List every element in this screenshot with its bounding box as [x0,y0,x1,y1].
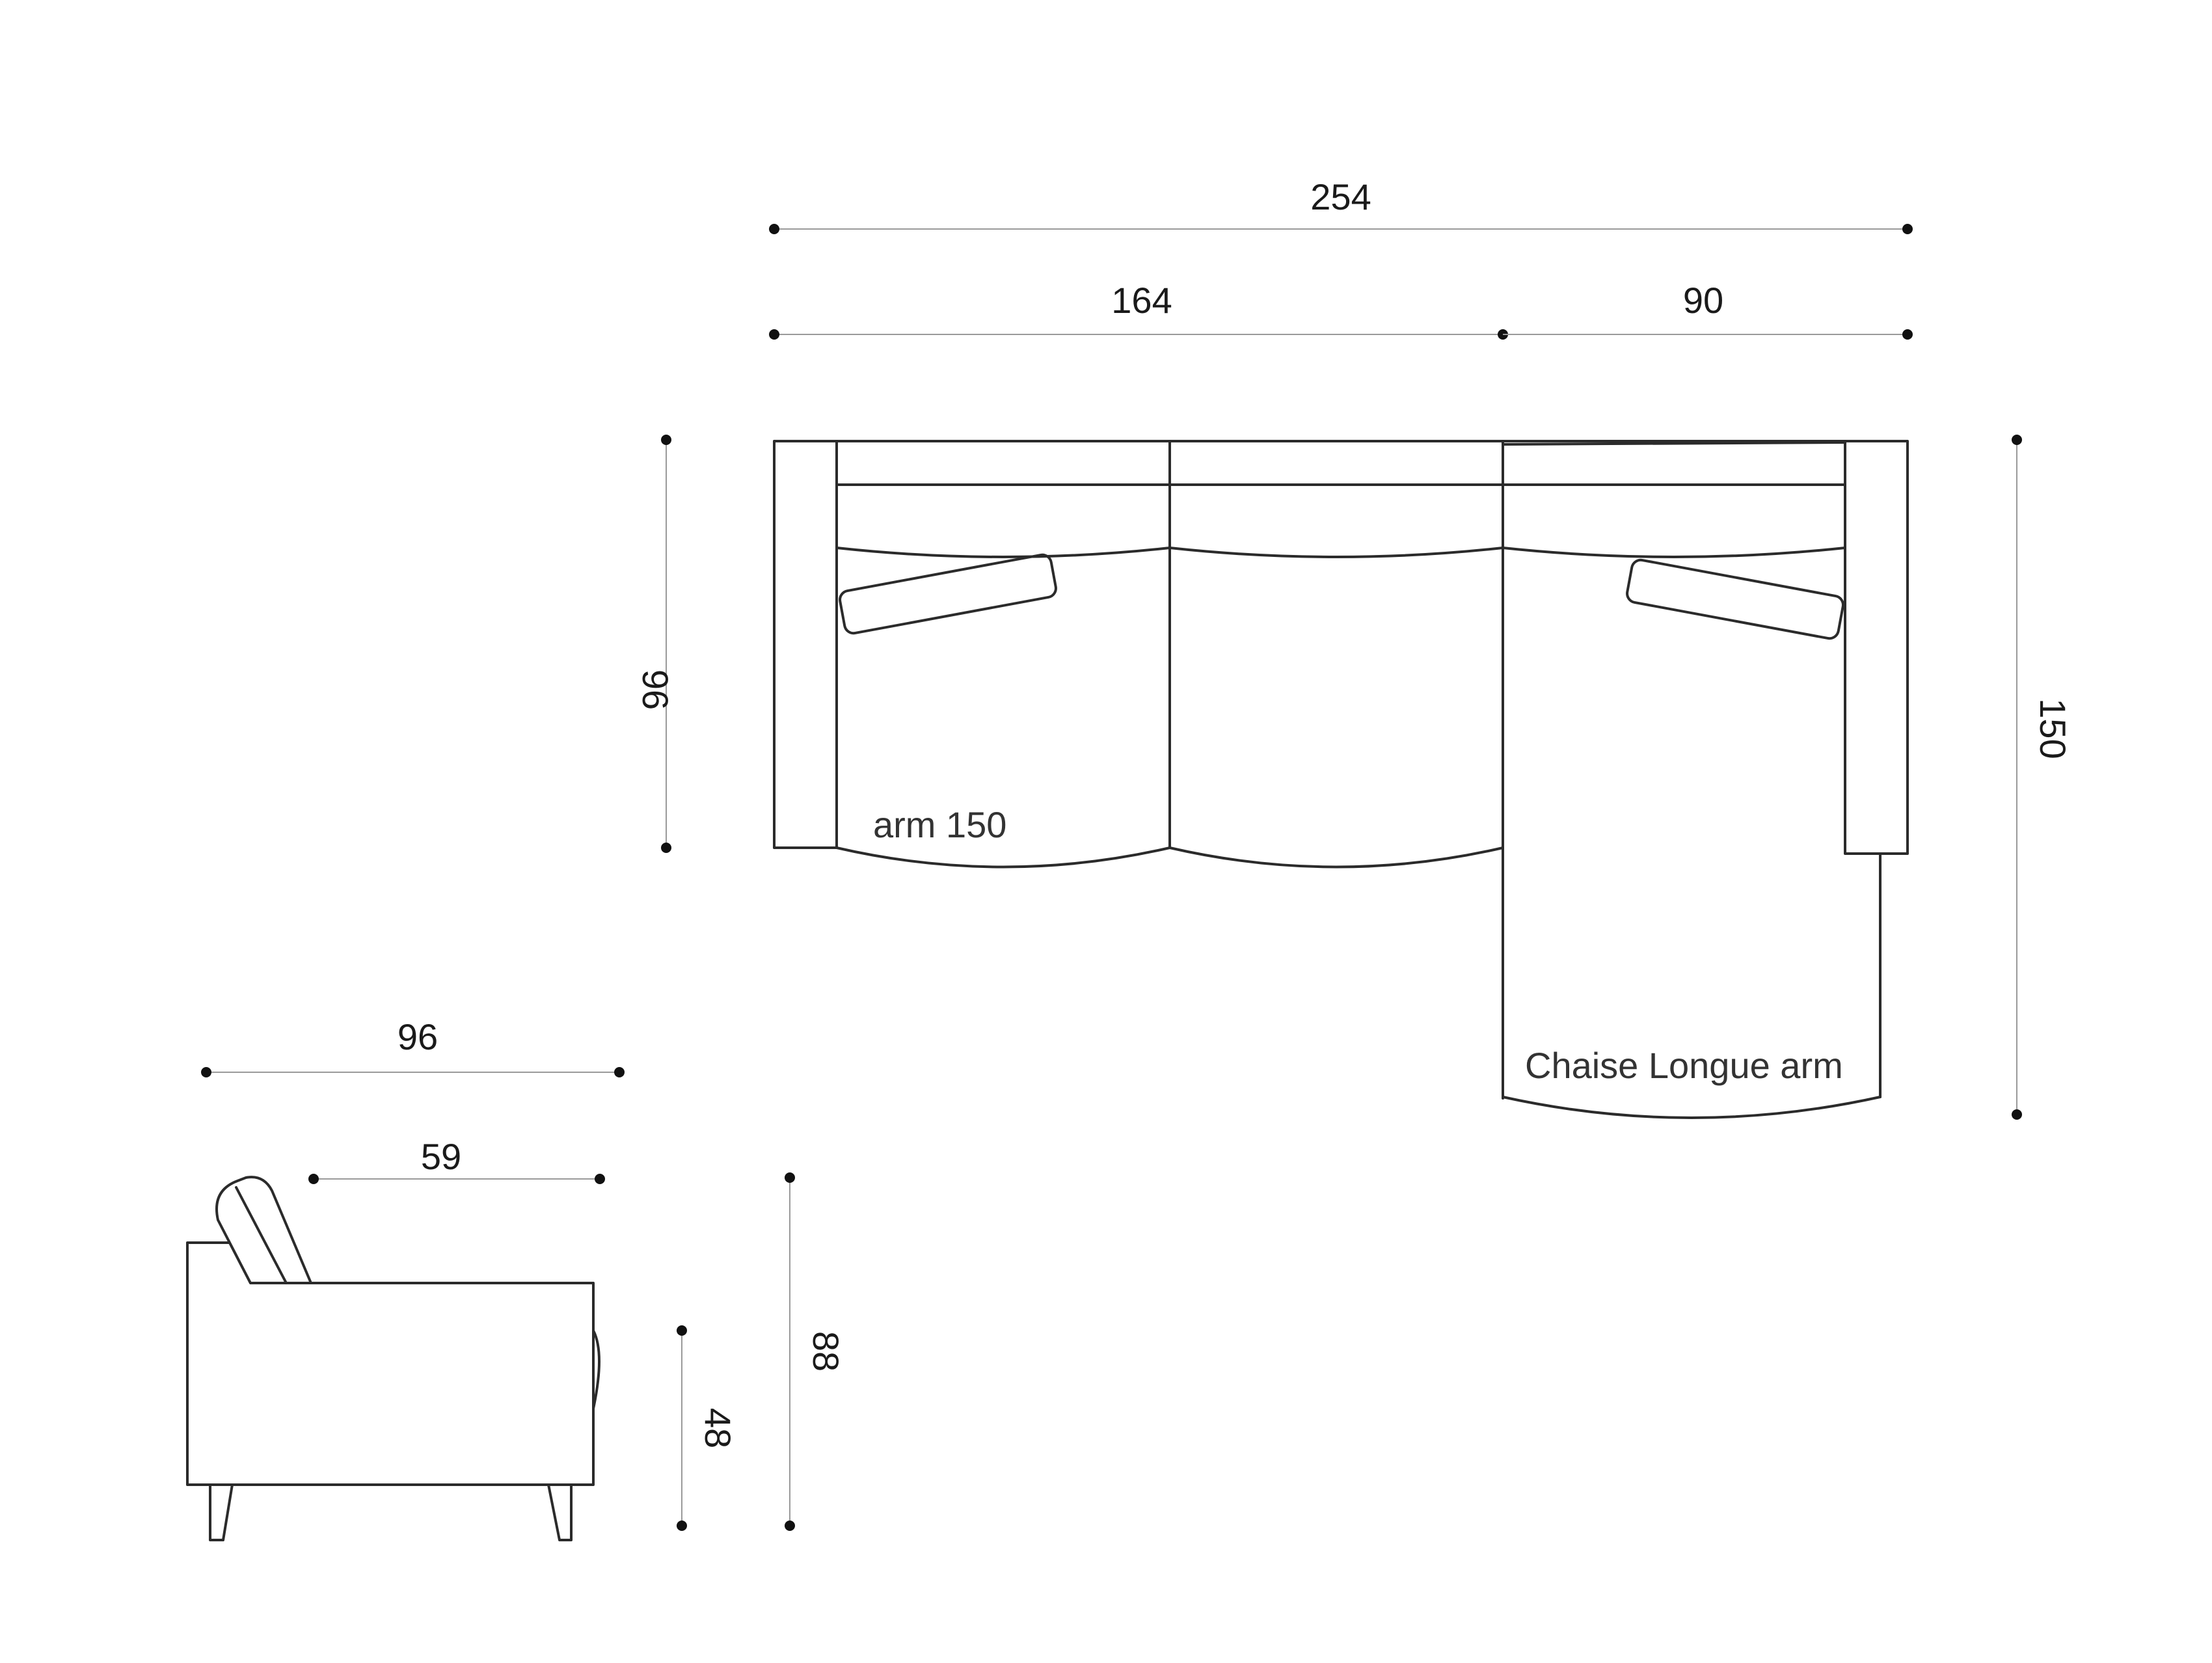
dimension-total-width: 254 [769,176,1913,234]
side-back-cushion [215,1176,312,1284]
dimension-label-chaise-depth: 150 [2032,698,2073,759]
sofa-side-view [186,1176,600,1541]
side-leg-front [547,1483,573,1541]
dimension-main-section-width: 164 [769,280,1508,340]
dimension-label-chaise-width: 90 [1683,280,1723,321]
dimension-label-seat-depth: 59 [421,1136,461,1177]
dimension-label-main-depth: 96 [635,669,676,710]
dimension-label-total-height: 88 [805,1331,846,1372]
sofa-top-view: arm 150 Chaise Longue arm [773,440,1909,1119]
chaise-label: Chaise Longue arm [1525,1045,1843,1086]
seat-front-left [835,846,1171,869]
dimension-label-main-section-width: 164 [1111,280,1172,321]
right-arm [1844,440,1909,855]
chaise-front [1502,1096,1882,1119]
dimension-total-height: 88 [785,1172,846,1531]
dimension-label-total-width: 254 [1310,176,1371,217]
dimension-label-side-depth: 96 [398,1016,438,1057]
pillow-left [839,553,1057,635]
dimension-side-depth: 96 [201,1016,625,1077]
dimension-label-seat-height: 48 [697,1408,738,1448]
seat-front-middle [1168,846,1504,869]
arm-label: arm 150 [873,804,1006,845]
dimension-seat-depth: 59 [308,1136,605,1184]
side-leg-back [209,1483,234,1541]
left-arm [773,440,838,849]
dimension-main-depth: 96 [635,435,676,853]
dimension-chaise-width: 90 [1503,280,1913,340]
dimension-seat-height: 48 [677,1325,738,1531]
pillow-right [1626,558,1844,640]
dimension-chaise-depth: 150 [2012,435,2073,1120]
